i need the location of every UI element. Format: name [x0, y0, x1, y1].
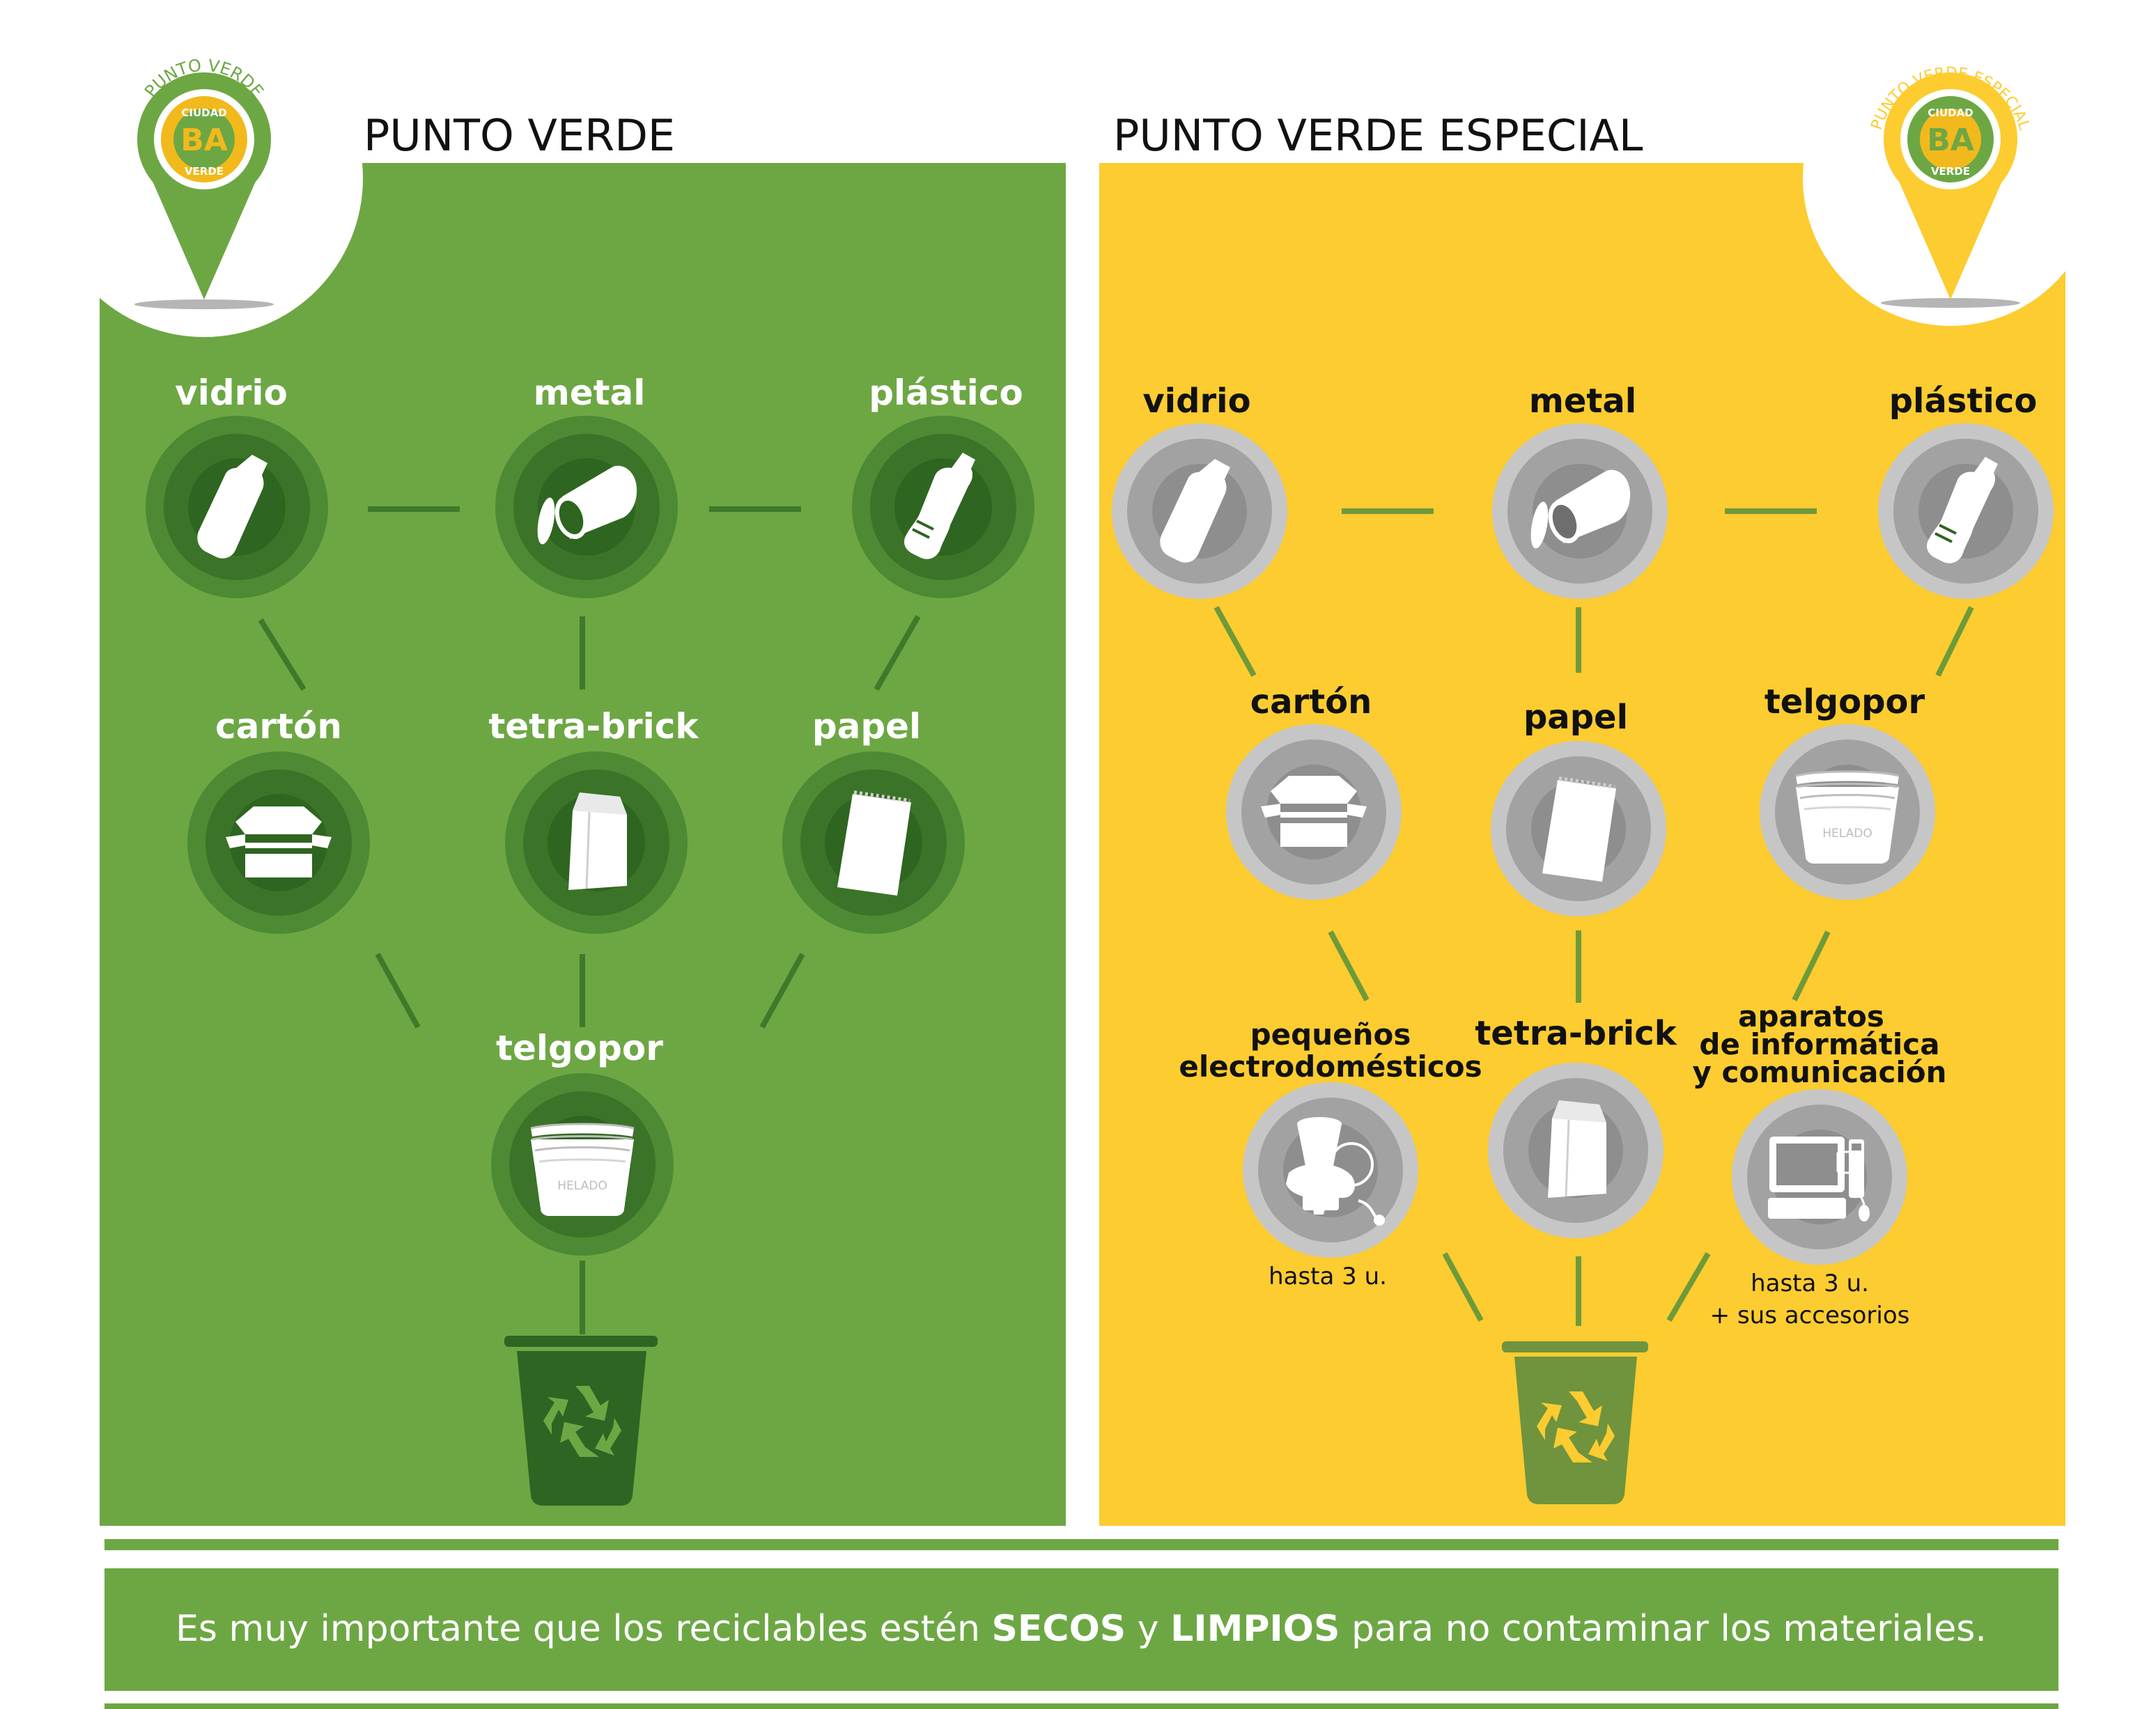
appliance-note: hasta 3 u. [1269, 1263, 1387, 1290]
plastico-label: plástico [869, 373, 1023, 413]
badge-ba-text: BA [180, 123, 228, 158]
punto-verde-badge: BA CIUDAD VERDE PUNTO VERDE [134, 56, 274, 309]
pequenos-electrodomesticos-item: pequeños electrodomésticos hasta 3 u. [1179, 1017, 1482, 1290]
carton-label: cartón [1250, 682, 1372, 721]
papel-item: papel [782, 706, 965, 934]
computer-label-line2: de informática [1699, 1027, 1939, 1061]
computer-note-line1: hasta 3 u. [1751, 1270, 1869, 1297]
footer-banner [104, 1568, 2058, 1691]
punto-verde-especial-panel: BA CIUDAD VERDE PUNTO VERDE ESPECIAL PUN… [1099, 0, 2156, 1526]
footer-bottom-rule [104, 1703, 2058, 1709]
tetra-brick-label: tetra-brick [488, 706, 699, 747]
vidrio-item: vidrio [1112, 382, 1287, 599]
papel-label: papel [812, 706, 921, 747]
tetra-brick-item: tetra-brick [1475, 1014, 1677, 1238]
carton-item: cartón [187, 706, 370, 934]
metal-item: metal [1492, 382, 1668, 599]
telgopor-label: telgopor [496, 1028, 663, 1068]
carton-icon [567, 791, 628, 891]
badge-ba-text: BA [1927, 123, 1974, 158]
telgopor-label: telgopor [1765, 682, 1925, 721]
connector-lines [1213, 508, 1974, 1326]
tetra-brick-label: tetra-brick [1475, 1014, 1677, 1053]
footer: Es muy importante que los reciclables es… [104, 1539, 2058, 1709]
metal-label: metal [1529, 382, 1636, 421]
carton-icon [1546, 1099, 1608, 1199]
computer-label-line1: aparatos [1738, 999, 1884, 1033]
plastico-item: plástico [852, 373, 1034, 598]
foam-cup-text: HELADO [557, 1179, 607, 1193]
footer-text-before: Es muy importante que los reciclables es… [176, 1608, 991, 1650]
carton-item: cartón [1226, 682, 1402, 900]
appliance-label-line1: pequeños [1250, 1017, 1411, 1052]
papel-item: papel [1491, 698, 1666, 916]
plastico-label: plástico [1889, 382, 2038, 421]
footer-bold-secos: SECOS [991, 1608, 1126, 1650]
computer-label-line3: y comunicación [1693, 1055, 1947, 1089]
badge-verde-text: VERDE [1931, 165, 1970, 178]
badge-ciudad-text: CIUDAD [1928, 107, 1973, 119]
footer-message: Es muy importante que los reciclables es… [176, 1608, 1987, 1650]
recycling-bin-icon [504, 1336, 658, 1506]
foam-cup-text: HELADO [1822, 827, 1872, 841]
footer-text-middle: y [1126, 1608, 1170, 1650]
footer-text-after: para no contaminar los materiales. [1340, 1608, 1986, 1650]
metal-item: metal [495, 373, 678, 598]
badge-verde-text: VERDE [185, 165, 224, 178]
vidrio-item: vidrio [146, 373, 328, 598]
aparatos-informatica-item: aparatos de informática y comunicación h… [1693, 999, 1947, 1329]
vidrio-label: vidrio [1142, 382, 1250, 421]
telgopor-item: telgopor HELADO [1760, 682, 1935, 900]
punto-verde-title: PUNTO VERDE [364, 110, 675, 161]
papel-label: papel [1523, 698, 1628, 737]
punto-verde-panel: BA CIUDAD VERDE PUNTO VERDE PUNTO VERDE … [0, 0, 1066, 1526]
punto-verde-especial-title: PUNTO VERDE ESPECIAL [1113, 110, 1643, 161]
plastico-item: plástico [1878, 382, 2054, 599]
footer-top-rule [104, 1539, 2058, 1550]
computer-note-line2: + sus accesorios [1710, 1302, 1910, 1329]
vidrio-label: vidrio [175, 373, 288, 413]
connector-lines [258, 506, 921, 1334]
carton-label: cartón [215, 706, 342, 747]
footer-bold-limpios: LIMPIOS [1170, 1608, 1340, 1650]
appliance-label-line2: electrodomésticos [1179, 1049, 1482, 1084]
recycling-bin-icon [1502, 1341, 1648, 1504]
metal-label: metal [534, 373, 646, 413]
telgopor-item: telgopor HELADO [491, 1028, 674, 1256]
badge-ciudad-text: CIUDAD [181, 107, 226, 119]
tetra-brick-item: tetra-brick [488, 706, 699, 934]
